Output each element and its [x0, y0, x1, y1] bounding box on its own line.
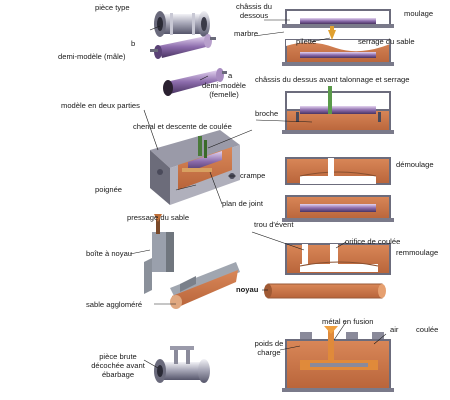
label-half-pattern-female-2: (femelle)	[209, 90, 239, 99]
label-casting: coulée	[416, 325, 439, 334]
label-letter-a: a	[228, 71, 233, 80]
label-lower-frame-1: châssis du	[236, 2, 272, 11]
raw-casting	[154, 346, 210, 383]
label-demolding: démoulage	[396, 160, 434, 169]
step-core	[264, 283, 386, 299]
label-marble: marbre	[234, 29, 259, 38]
label-letter-b: b	[131, 39, 136, 48]
molding-box	[150, 130, 240, 205]
label-runner-and-sprue: chenal et descente de coulée	[133, 122, 232, 131]
label-half-pattern-female-1: demi-modèle	[202, 81, 246, 90]
step-demolding-lower	[282, 195, 394, 222]
label-remolding: remmoulage	[396, 248, 439, 257]
step-casting	[282, 326, 394, 392]
label-half-pattern-male: demi-modèle (mâle)	[58, 52, 126, 61]
label-sand-pressing: pressage du sable	[127, 213, 190, 222]
label-weight-2: charge	[257, 348, 281, 357]
step-demolding-upper	[285, 157, 391, 185]
label-pin: pilette	[296, 37, 317, 46]
label-spindle: broche	[255, 109, 279, 118]
label-core-box: boîte à noyau	[86, 249, 133, 258]
step-sand-ramming	[282, 26, 394, 66]
label-air: air	[390, 325, 399, 334]
label-agglomerated-sand: sable aggloméré	[86, 300, 143, 309]
step-upper-frame	[282, 86, 394, 134]
label-molding: moulage	[404, 9, 434, 18]
label-piece-type: pièce type	[95, 3, 130, 12]
label-upper-frame: châssis du dessus avant talonnage et ser…	[254, 75, 411, 85]
label-core: noyau	[236, 285, 259, 294]
label-molten-metal: métal en fusion	[322, 317, 374, 326]
step-molding-frame	[282, 9, 394, 28]
label-pouring-hole: orifice de coulée	[345, 237, 401, 246]
label-vent-hole: trou d'évent	[254, 220, 294, 229]
label-raw-part-2: décochée avant	[91, 361, 145, 370]
piece-type-pattern	[154, 11, 210, 37]
label-parting-line: plan de joint	[222, 199, 263, 208]
label-raw-part-1: pièce brute	[99, 352, 137, 361]
half-pattern-male	[150, 34, 216, 59]
label-weight-1: poids de	[254, 339, 284, 348]
core-box	[144, 214, 240, 309]
leader-lines	[129, 19, 387, 369]
label-sand-ramming: serrage du sable	[358, 37, 415, 46]
label-raw-part-3: ébarbage	[101, 370, 135, 379]
label-clamp: crampe	[240, 171, 266, 180]
label-two-part-pattern: modèle en deux parties	[61, 101, 140, 110]
label-lower-frame-2: dessous	[239, 11, 269, 20]
label-handle: poignée	[95, 185, 123, 194]
step-remolding	[285, 243, 391, 275]
